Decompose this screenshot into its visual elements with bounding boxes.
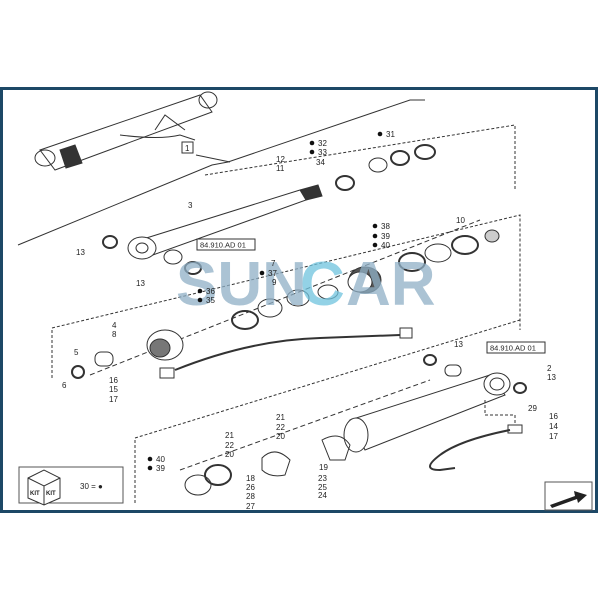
callout-40: 40 <box>156 455 165 464</box>
kit-dot-icon <box>309 140 315 146</box>
callout-labels: 2345678910111213131313141516161717181920… <box>62 130 558 511</box>
svg-text:C: C <box>300 250 345 319</box>
callout-19: 19 <box>319 463 328 472</box>
kit-box-icon: KIT KIT <box>27 469 61 506</box>
callout-17: 17 <box>109 395 118 404</box>
callout-13: 13 <box>454 340 463 349</box>
kit-dot-icon <box>197 297 203 303</box>
callout-38: 38 <box>381 222 390 231</box>
callout-28: 28 <box>246 492 255 501</box>
svg-text:SUN: SUN <box>176 250 307 319</box>
svg-text:AR: AR <box>346 250 436 319</box>
callout-34: 34 <box>316 158 325 167</box>
gland-drawing <box>146 329 184 361</box>
kit-dot-icon <box>147 456 153 462</box>
callout-25: 25 <box>318 483 327 492</box>
kit-dot-icon <box>372 242 378 248</box>
callout-26: 26 <box>246 483 255 492</box>
callout-7: 7 <box>271 259 276 268</box>
callout-8: 8 <box>112 330 117 339</box>
kit-legend: KIT KIT 30 = ● <box>18 466 124 506</box>
reference-link-1[interactable]: 84.910.AD 01 <box>196 238 256 251</box>
callout-6: 6 <box>62 381 67 390</box>
callout-14: 14 <box>549 422 558 431</box>
kit-dot-icon <box>259 270 265 276</box>
callout-4: 4 <box>112 321 117 330</box>
callout-20: 20 <box>276 432 285 441</box>
callout-10: 10 <box>456 216 465 225</box>
kit-dot-icon <box>372 233 378 239</box>
kit-dot-icon <box>147 465 153 471</box>
callout-13: 13 <box>76 248 85 257</box>
callout-36: 36 <box>206 287 215 296</box>
svg-text:30 = ●: 30 = ● <box>80 482 103 491</box>
callout-20: 20 <box>225 450 234 459</box>
piston-rod-drawing <box>127 184 323 265</box>
callout-39: 39 <box>381 232 390 241</box>
callout-3: 3 <box>188 201 193 210</box>
diagram-frame <box>0 87 598 513</box>
next-page-arrow-icon[interactable] <box>544 481 593 511</box>
kit-dot-icon <box>309 149 315 155</box>
callout-31: 31 <box>386 130 395 139</box>
callout-23: 23 <box>318 474 327 483</box>
watermark: SUN C AR <box>176 250 436 319</box>
callout-12: 12 <box>276 155 285 164</box>
callout-27: 27 <box>246 502 255 511</box>
reference-link-2[interactable]: 84.910.AD 01 <box>486 341 546 354</box>
assembled-cylinder-drawing <box>34 91 218 171</box>
callout-13: 13 <box>547 373 556 382</box>
cylinder-barrel-drawing <box>343 372 511 453</box>
svg-text:KIT: KIT <box>30 491 40 497</box>
callout-32: 32 <box>318 139 327 148</box>
callout-21: 21 <box>225 431 234 440</box>
callout-24: 24 <box>318 491 327 500</box>
callout-11: 11 <box>276 164 285 173</box>
callout-9: 9 <box>272 278 277 287</box>
callout-40: 40 <box>381 241 390 250</box>
callout-21: 21 <box>276 413 285 422</box>
callout-39: 39 <box>156 464 165 473</box>
svg-text:KIT: KIT <box>46 491 56 497</box>
svg-text:84.910.AD 01: 84.910.AD 01 <box>200 241 246 250</box>
callout-16: 16 <box>549 412 558 421</box>
assembly-callout-box: 1 <box>181 141 194 154</box>
callout-22: 22 <box>276 423 285 432</box>
callout-29: 29 <box>528 404 537 413</box>
piston-drawing <box>347 266 382 294</box>
callout-22: 22 <box>225 441 234 450</box>
svg-text:84.910.AD 01: 84.910.AD 01 <box>490 344 536 353</box>
kit-dot-icon <box>377 131 383 137</box>
svg-text:1: 1 <box>185 144 190 153</box>
callout-17: 17 <box>549 432 558 441</box>
callout-15: 15 <box>109 385 118 394</box>
kit-dot-icon <box>197 288 203 294</box>
callout-18: 18 <box>246 474 255 483</box>
callout-2: 2 <box>547 364 552 373</box>
callout-37: 37 <box>268 269 277 278</box>
kit-dot-icon <box>372 223 378 229</box>
callout-33: 33 <box>318 148 327 157</box>
callout-35: 35 <box>206 296 215 305</box>
callout-13: 13 <box>136 279 145 288</box>
callout-5: 5 <box>74 348 79 357</box>
callout-16: 16 <box>109 376 118 385</box>
